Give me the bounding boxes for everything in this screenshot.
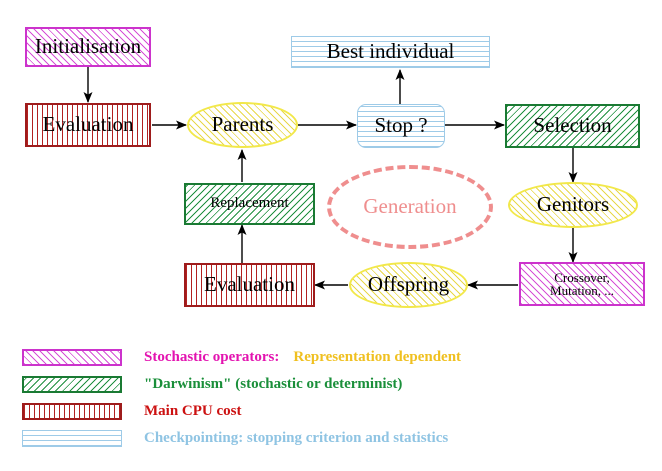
- legend-label-checkpointing: Checkpointing: stopping criterion and st…: [144, 430, 448, 447]
- node-evaluation-bottom[interactable]: Evaluation: [184, 263, 315, 307]
- legend-text-main: Stochastic operators:: [144, 349, 280, 365]
- node-replacement[interactable]: Replacement: [184, 183, 315, 225]
- node-evaluation-top[interactable]: Evaluation: [25, 103, 151, 147]
- legend-text-main: "Darwinism" (stochastic or determinist): [144, 376, 403, 392]
- legend-swatch-stochastic-operators: [22, 349, 122, 366]
- legend-row: Stochastic operators: Representation depe…: [22, 345, 642, 370]
- node-offspring[interactable]: Offspring: [349, 262, 468, 308]
- legend-text-main: Main CPU cost: [144, 403, 242, 419]
- node-stop[interactable]: Stop ?: [357, 104, 445, 148]
- legend-label-stochastic-operators: Stochastic operators: Representation depe…: [144, 349, 461, 366]
- node-initialisation[interactable]: Initialisation: [25, 27, 151, 67]
- legend-swatch-main-cpu-cost: [22, 403, 122, 420]
- legend-row: Main CPU cost: [22, 399, 642, 424]
- legend: Stochastic operators: Representation depe…: [22, 345, 642, 453]
- node-best-individual[interactable]: Best individual: [291, 36, 490, 68]
- node-selection[interactable]: Selection: [505, 104, 640, 148]
- legend-text-sub: Representation dependent: [293, 349, 462, 365]
- legend-row: "Darwinism" (stochastic or determinist): [22, 372, 642, 397]
- node-genitors[interactable]: Genitors: [508, 182, 638, 228]
- legend-label-main-cpu-cost: Main CPU cost: [144, 403, 242, 420]
- legend-swatch-checkpointing: [22, 430, 122, 447]
- legend-text-main: Checkpointing: stopping criterion and st…: [144, 430, 449, 446]
- legend-swatch-darwinism: [22, 376, 122, 393]
- node-crossover-mutation[interactable]: Crossover, Mutation, ...: [519, 262, 645, 306]
- legend-label-darwinism: "Darwinism" (stochastic or determinist): [144, 376, 402, 393]
- legend-row: Checkpointing: stopping criterion and st…: [22, 426, 642, 451]
- node-parents[interactable]: Parents: [187, 102, 298, 148]
- node-generation-boundary: Generation: [327, 165, 493, 249]
